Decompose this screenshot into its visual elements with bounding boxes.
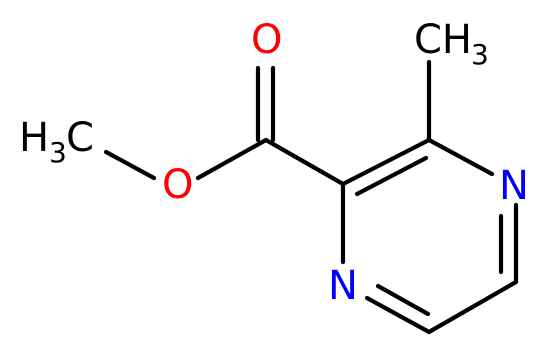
bond-ester-c-o [195,137,269,181]
bonds [103,59,519,335]
atom-o-ester: O [162,162,193,208]
atom-methyl-ring-sub: 3 [471,38,489,71]
atom-labels: O O H 3 C CH 3 N N [19,17,529,309]
bond-ester-o-ch3 [103,149,157,181]
bond-ring-c6-n1-inner [375,283,431,317]
atom-n-ring-bottom: N [328,263,358,309]
atom-o-carbonyl: O [251,17,282,63]
bond-ester-c-ring [263,137,346,187]
atom-methyl-ester-c: C [66,115,94,161]
bond-ring-c6-n1 [364,295,432,335]
atom-n-ring-top: N [499,163,529,209]
atom-methyl-ester-sub: 3 [49,136,67,169]
bond-ring-c3-n4 [426,137,495,177]
bond-ring-c2-c3-inner [354,155,429,197]
bond-ring-c5-c6 [426,279,519,335]
bond-ring-c2-c3 [340,137,432,187]
atom-methyl-ring-ch: CH [414,17,472,63]
atom-methyl-ester-h: H [19,115,49,161]
